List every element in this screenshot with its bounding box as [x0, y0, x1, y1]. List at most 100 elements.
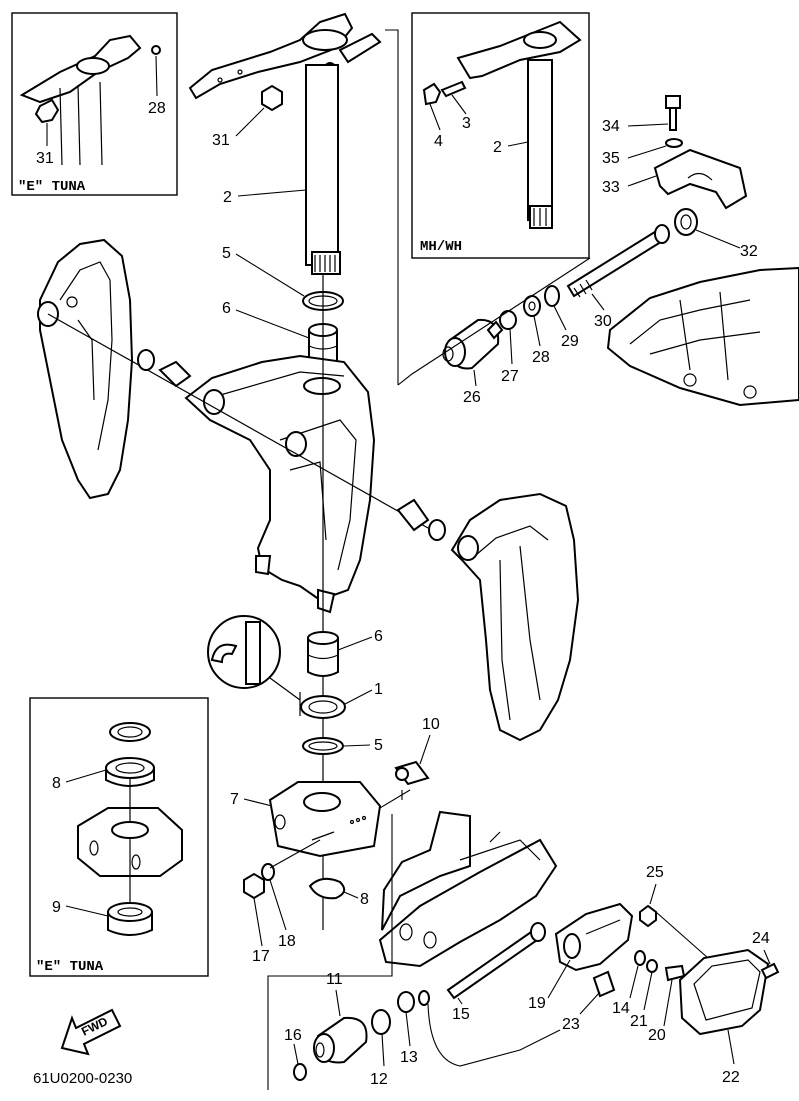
- reference-line-upper: [385, 29, 591, 386]
- washer-12: [371, 1009, 391, 1035]
- leader-35: [627, 145, 667, 159]
- washer-14: [634, 950, 646, 966]
- washer-35: [665, 138, 683, 148]
- leader-5-upper: [235, 253, 305, 297]
- label-20: 20: [648, 1027, 666, 1044]
- leader-19: [547, 959, 571, 999]
- inset-top-left-caption: "E" TUNA: [18, 179, 86, 195]
- label-33: 33: [602, 179, 620, 196]
- steering-arm-upper: [188, 12, 382, 100]
- washer-5-lower: [302, 737, 344, 755]
- label-31-inset: 31: [36, 150, 54, 167]
- leader-34: [627, 123, 669, 127]
- label-5-lower: 5: [374, 737, 383, 754]
- tilt-pin-washer-left: [137, 349, 155, 371]
- steering-block-7: [268, 781, 382, 858]
- label-28: 28: [532, 349, 550, 366]
- label-4: 4: [434, 133, 443, 150]
- inset-tl-steering-arm: [19, 34, 161, 166]
- washer-27: [499, 310, 517, 330]
- washer-13: [397, 991, 415, 1013]
- leader-28: [533, 315, 541, 347]
- leader-30: [591, 293, 605, 311]
- washer-29: [544, 285, 560, 307]
- leader-28-inset: [155, 55, 158, 97]
- leader-11: [335, 989, 341, 1017]
- leader-3: [451, 94, 467, 115]
- label-15: 15: [452, 1006, 470, 1023]
- leader-29: [553, 305, 567, 331]
- oil-seal-1: [300, 695, 346, 719]
- leader-16: [293, 1043, 299, 1065]
- rubber-mount-11: [313, 1016, 368, 1064]
- leader-33: [627, 175, 657, 187]
- clamp-33: [653, 148, 748, 210]
- screw-24: [760, 962, 780, 980]
- washer-21: [646, 959, 658, 973]
- leader-2-inset: [507, 141, 529, 147]
- leader-14: [629, 965, 639, 999]
- label-16: 16: [284, 1027, 302, 1044]
- bolt-34: [665, 95, 681, 131]
- bushing-6-lower: [307, 631, 339, 677]
- label-6-lower: 6: [374, 628, 383, 645]
- leader-6-lower: [337, 636, 373, 651]
- bracket-19: [554, 902, 634, 972]
- leader-21: [643, 971, 653, 1011]
- inset-top-mid-caption: MH/WH: [420, 239, 462, 255]
- label-13: 13: [400, 1049, 418, 1066]
- inset-bottom-left-frame: [29, 697, 209, 977]
- inset-bottom-left-caption: "E" TUNA: [36, 959, 104, 975]
- through-line-tilt-axis: [47, 313, 429, 529]
- fwd-arrow-icon: FWD: [60, 1008, 122, 1056]
- leader-4: [429, 103, 441, 131]
- label-26: 26: [463, 389, 481, 406]
- label-31: 31: [212, 132, 230, 149]
- inset-mh-steering-arm: [422, 20, 582, 229]
- reference-line-18: [269, 839, 321, 869]
- leader-15: [457, 997, 463, 1005]
- label-14: 14: [612, 1000, 630, 1017]
- collar-32: [674, 208, 698, 236]
- label-29: 29: [561, 333, 579, 350]
- label-25: 25: [646, 864, 664, 881]
- circlip-8: [308, 877, 346, 900]
- label-22: 22: [722, 1069, 740, 1086]
- washer-small-13b: [418, 990, 430, 1006]
- label-21: 21: [630, 1013, 648, 1030]
- tilt-pin-bushing-left: [158, 360, 192, 388]
- leader-27: [509, 328, 513, 365]
- label-1: 1: [374, 681, 383, 698]
- label-23: 23: [562, 1016, 580, 1033]
- leader-13: [405, 1011, 411, 1047]
- label-18: 18: [278, 933, 296, 950]
- diagram-code: 61U0200-0230: [33, 1070, 132, 1087]
- tilt-pin-washer-right: [428, 519, 446, 541]
- nut-17: [243, 872, 265, 900]
- inset-top-mid-frame: [411, 12, 590, 259]
- leader-26: [473, 369, 477, 387]
- label-24: 24: [752, 930, 770, 947]
- leader-8-lower: [343, 891, 359, 899]
- reference-line-lower: [267, 814, 709, 1090]
- label-35: 35: [602, 150, 620, 167]
- grease-nipple-10: [394, 760, 430, 786]
- label-17: 17: [252, 948, 270, 965]
- clamp-bracket-right: [450, 492, 580, 742]
- leader-2-upper: [237, 189, 307, 197]
- leader-22: [727, 1029, 735, 1065]
- nut-25: [639, 904, 657, 928]
- leader-31: [235, 107, 265, 137]
- label-32: 32: [740, 243, 758, 260]
- label-7: 7: [230, 791, 239, 808]
- bolt-30: [566, 224, 670, 298]
- label-2-upper: 2: [223, 189, 232, 206]
- label-5-upper: 5: [222, 245, 231, 262]
- reference-line-10: [379, 789, 411, 809]
- leader-32: [695, 229, 741, 249]
- label-10: 10: [422, 716, 440, 733]
- leader-18: [269, 879, 287, 931]
- leader-10: [419, 734, 431, 765]
- washer-16: [293, 1063, 307, 1081]
